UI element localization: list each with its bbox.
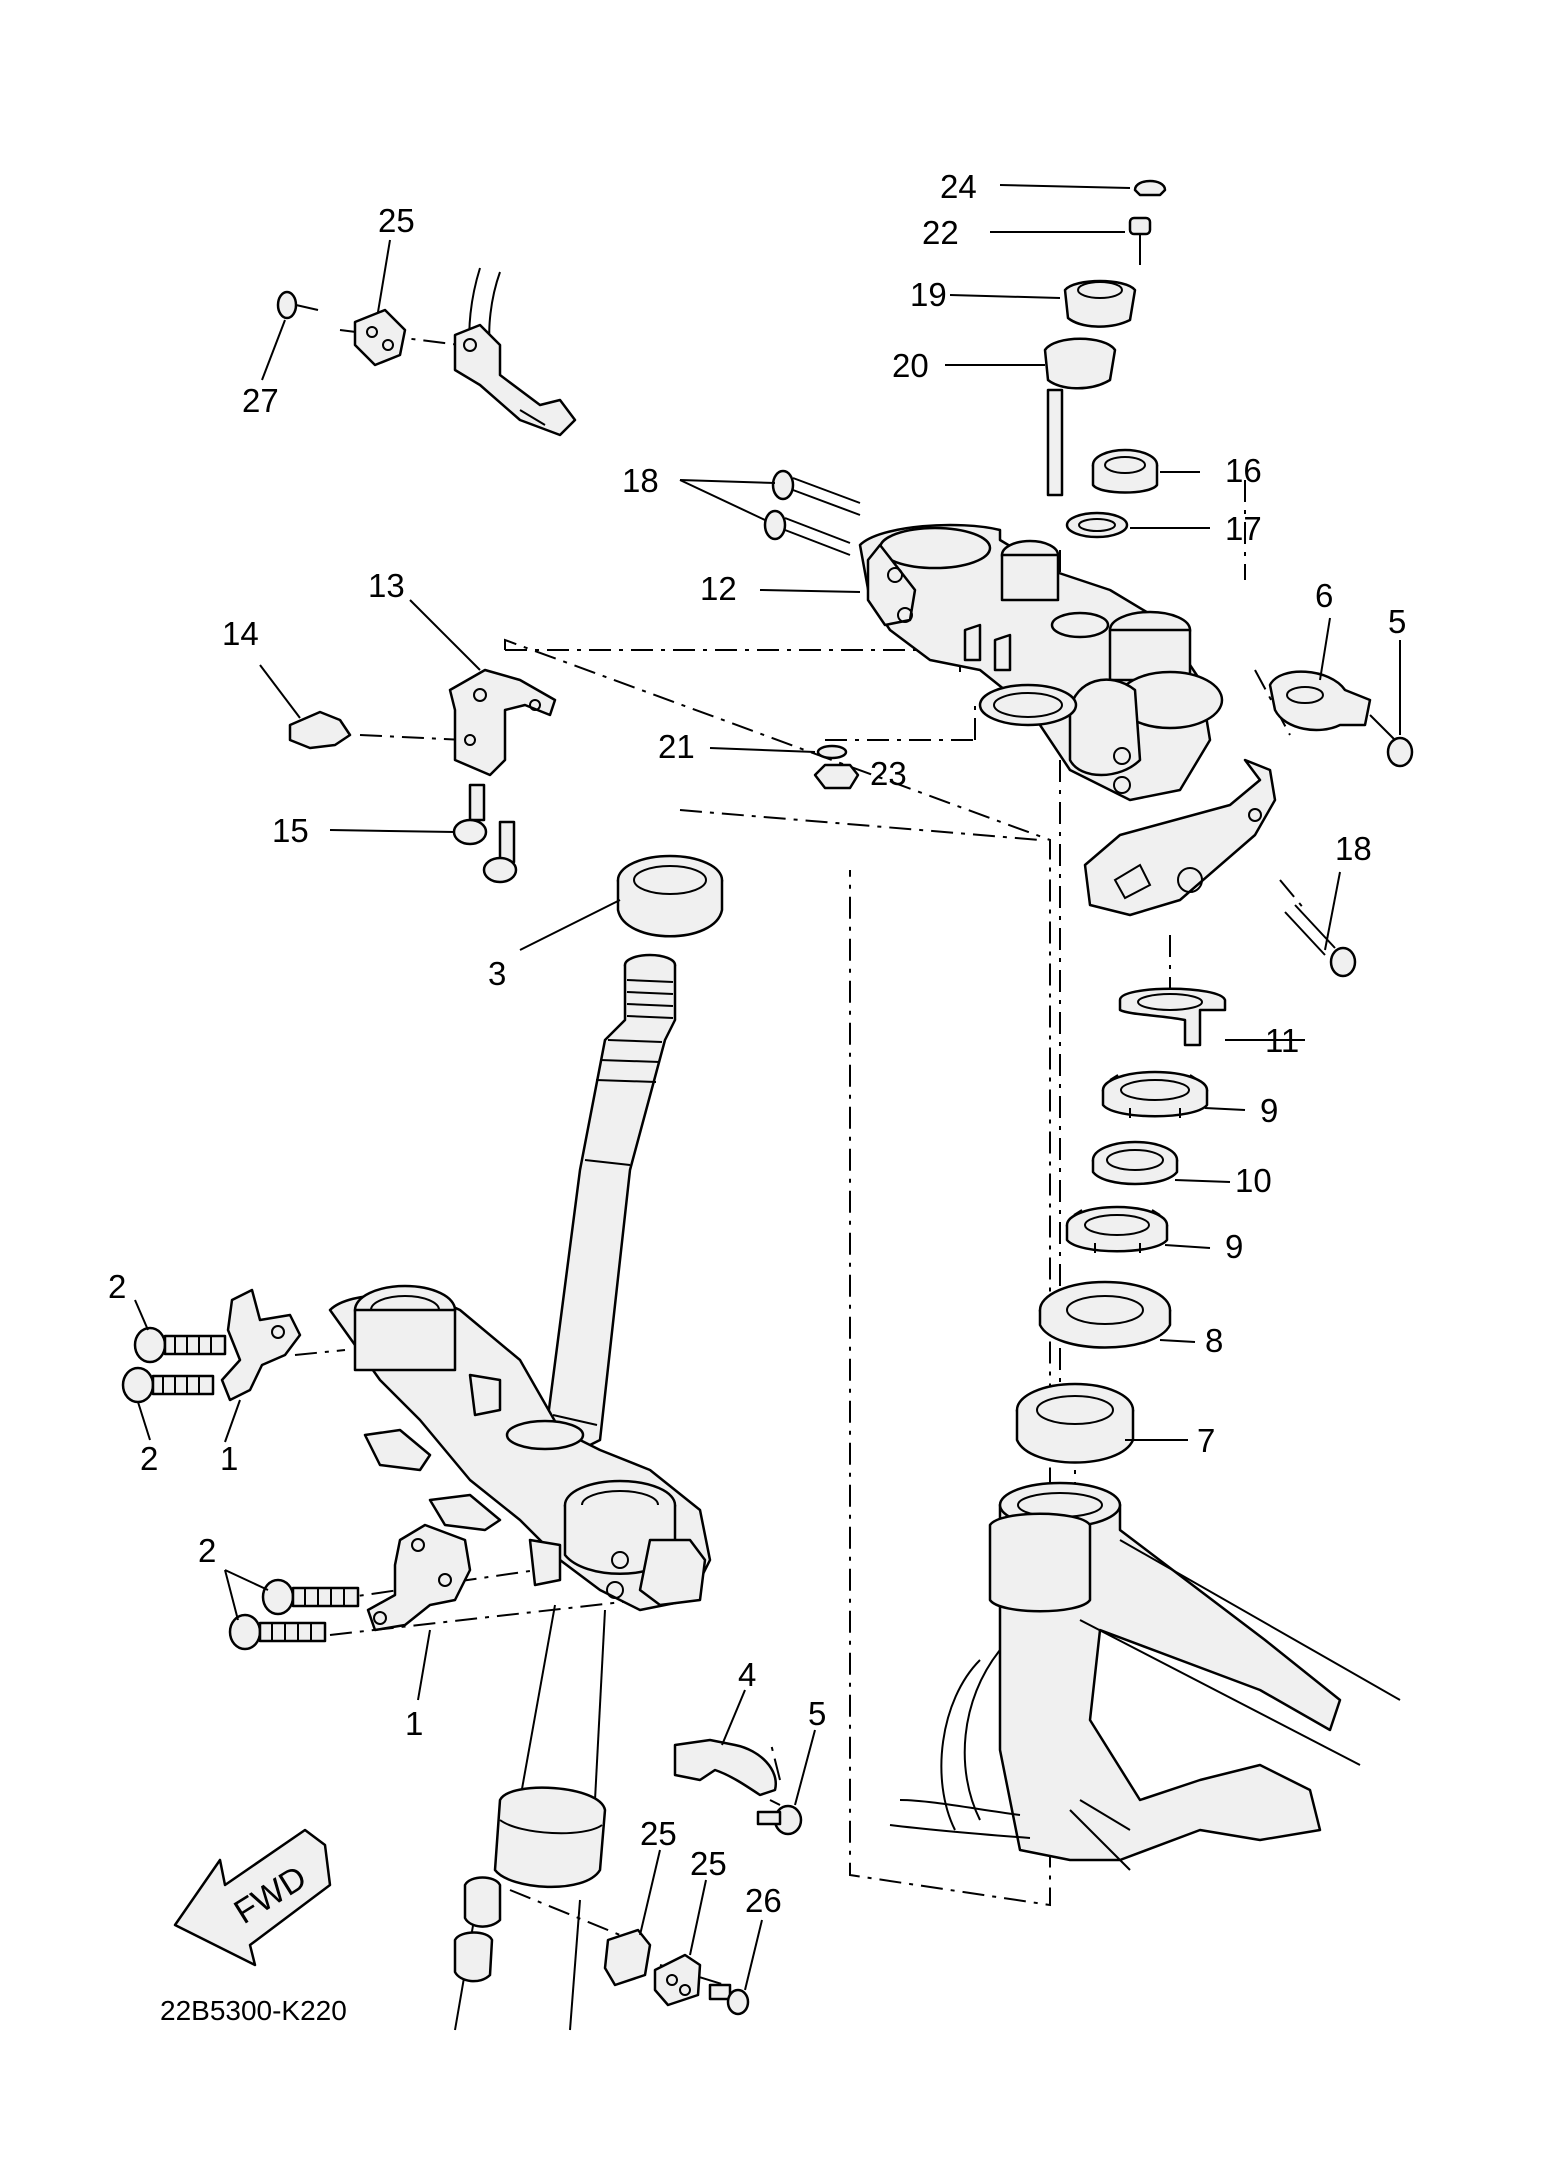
bolt-15-b (482, 820, 518, 884)
holder-13 (448, 668, 557, 777)
washer-17 (1065, 511, 1129, 539)
callout-21: 21 (658, 728, 695, 765)
bearing-3 (616, 854, 724, 938)
nut-23 (813, 763, 860, 790)
bolt-18-right (1284, 904, 1357, 978)
callout-24: 24 (940, 168, 977, 205)
callout-14: 14 (222, 615, 259, 652)
bolt-2-b (121, 1366, 215, 1404)
callout-9-upper: 9 (1260, 1092, 1278, 1129)
washer-10 (1091, 1140, 1179, 1186)
cable-guide-upper (453, 267, 577, 437)
callout-18-right: 18 (1335, 830, 1372, 867)
cover-11 (1118, 987, 1227, 1047)
steering-stem (543, 953, 677, 1457)
ring-nut-9-lower (1065, 1205, 1169, 1253)
callout-2-c: 2 (198, 1532, 216, 1569)
callout-2-a: 2 (108, 1268, 126, 1305)
bolt-18-upper-a (771, 469, 861, 516)
frame-head-pipe (889, 1481, 1401, 1871)
callout-26: 26 (745, 1882, 782, 1919)
callout-19: 19 (910, 276, 947, 313)
fwd-arrow: FWD (173, 1828, 332, 1967)
clamp-4 (673, 1738, 778, 1797)
bolt-5-upper (1369, 714, 1414, 768)
diagram-code: 22B5300-K220 (160, 1995, 347, 2026)
callout-16: 16 (1225, 452, 1262, 489)
clamp-1-lower (366, 1523, 472, 1632)
bolt-26 (708, 1983, 750, 2016)
callout-20: 20 (892, 347, 929, 384)
clamp-1-upper (220, 1288, 302, 1402)
bolt-5-lower (756, 1799, 803, 1836)
callout-25-upper: 25 (378, 202, 415, 239)
callout-11: 11 (1265, 1022, 1299, 1059)
bolt-18-upper-b (763, 509, 851, 556)
bolt-2-c (261, 1578, 360, 1616)
clip-14 (288, 710, 352, 750)
screw-27 (276, 290, 319, 320)
clip-25-lower-a (603, 1928, 652, 1987)
callout-25-lower-a: 25 (640, 1815, 677, 1852)
callout-18-upper: 18 (622, 462, 659, 499)
lower-bracket (328, 1284, 712, 1612)
callout-1-upper: 1 (220, 1440, 238, 1477)
bolt-2-a (133, 1326, 227, 1364)
callout-17: 17 (1225, 510, 1262, 547)
clip-25-lower-b (653, 1953, 702, 2007)
callout-5-lower: 5 (808, 1695, 826, 1732)
callout-1-lower: 1 (405, 1705, 423, 1742)
bolt-15-a (452, 783, 488, 846)
bolt-2-d (228, 1613, 327, 1651)
callout-7: 7 (1197, 1422, 1215, 1459)
callout-labels: 24 22 19 20 16 17 18 12 6 5 13 14 21 23 … (108, 168, 1406, 1919)
callout-6: 6 (1315, 577, 1333, 614)
callout-22: 22 (922, 214, 959, 251)
fork-tube (453, 1604, 607, 2031)
clamp-6 (1268, 670, 1372, 732)
seal-8 (1038, 1280, 1172, 1349)
callout-13: 13 (368, 567, 405, 604)
bracket-plate (1083, 758, 1277, 917)
callout-12: 12 (700, 570, 737, 607)
callout-8: 8 (1205, 1322, 1223, 1359)
callout-10: 10 (1235, 1162, 1272, 1199)
callout-9-lower: 9 (1225, 1228, 1243, 1265)
callout-15: 15 (272, 812, 309, 849)
clamp-19 (1063, 279, 1137, 328)
callout-25-lower-b: 25 (690, 1845, 727, 1882)
nut-16 (1091, 448, 1159, 494)
callout-leaders (134, 184, 1401, 1991)
callout-5-upper: 5 (1388, 603, 1406, 640)
callout-27: 27 (242, 382, 279, 419)
washer-21 (816, 744, 848, 760)
clamp-20-with-stud (1043, 337, 1117, 497)
clip-25-upper (353, 308, 407, 367)
callout-23: 23 (870, 755, 907, 792)
callout-4: 4 (738, 1656, 756, 1693)
bearing-7 (1015, 1382, 1135, 1464)
upper-bracket-12 (858, 523, 1224, 802)
callout-2-b: 2 (140, 1440, 158, 1477)
bolt-22 (1128, 216, 1152, 265)
cap-24 (1133, 179, 1167, 197)
ring-nut-9-upper (1101, 1070, 1209, 1118)
callout-3: 3 (488, 955, 506, 992)
